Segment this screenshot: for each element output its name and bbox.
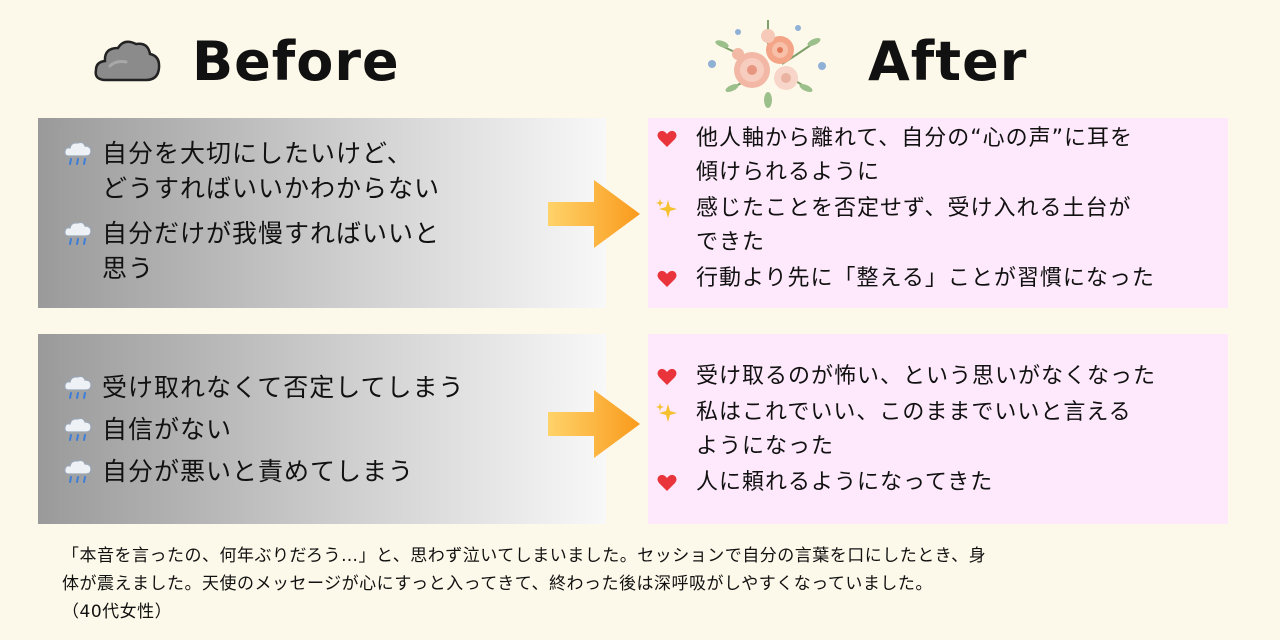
before-title: Before bbox=[192, 30, 400, 93]
after-item: 私はこれでいい、このままでいいと言える ようになった bbox=[656, 396, 1132, 464]
after-panel-1: 他人軸から離れて、自分の“心の声”に耳を 傾けられるように 感じたことを否定せず… bbox=[648, 118, 1228, 308]
before-panel-2: 受け取れなくて否定してしまう 自信がない 自分が悪いと責めてしまう bbox=[38, 334, 606, 524]
before-item: 受け取れなくて否定してしまう bbox=[62, 370, 465, 405]
rain-cloud-icon bbox=[64, 417, 92, 441]
arrow-right-icon bbox=[548, 390, 640, 458]
before-panel-1: 自分を大切にしたいけど、 どうすればいいかわからない 自分だけが我慢すればいいと… bbox=[38, 118, 606, 308]
testimonial-attribution: （40代女性） bbox=[62, 602, 173, 622]
before-item: 自分を大切にしたいけど、 どうすればいいかわからない bbox=[62, 136, 440, 206]
sparkles-icon bbox=[656, 199, 677, 218]
after-item-line: 他人軸から離れて、自分の“心の声”に耳を bbox=[696, 126, 1134, 151]
flower-bouquet-icon bbox=[708, 20, 826, 108]
after-item-line: できた bbox=[696, 230, 766, 255]
heart-icon bbox=[657, 130, 677, 147]
after-panel-2: 受け取るのが怖い、という思いがなくなった 私はこれでいい、このままでいいと言える… bbox=[648, 334, 1228, 524]
rain-cloud-icon bbox=[64, 375, 92, 399]
testimonial-line: 「本音を言ったの、何年ぶりだろう…」と、思わず泣いてしまいました。セッションで自… bbox=[62, 546, 987, 566]
after-item-line: 私はこれでいい、このままでいいと言える bbox=[696, 400, 1132, 425]
rain-cloud-icon bbox=[64, 141, 92, 165]
before-item: 自分が悪いと責めてしまう bbox=[62, 454, 414, 489]
before-item: 自信がない bbox=[62, 412, 232, 447]
testimonial: 「本音を言ったの、何年ぶりだろう…」と、思わず泣いてしまいました。セッションで自… bbox=[62, 542, 1222, 626]
after-title: After bbox=[868, 30, 1028, 93]
cloud-icon bbox=[94, 40, 161, 82]
before-item-line: 自分が悪いと責めてしまう bbox=[102, 457, 415, 486]
before-item-line: 思う bbox=[102, 254, 155, 283]
after-item-line: 行動より先に「整える」ことが習慣になった bbox=[696, 266, 1155, 291]
after-item: 他人軸から離れて、自分の“心の声”に耳を 傾けられるように bbox=[656, 122, 1133, 190]
heart-icon bbox=[657, 270, 677, 287]
after-item: 感じたことを否定せず、受け入れる土台が できた bbox=[656, 192, 1131, 260]
rain-cloud-icon bbox=[64, 221, 92, 245]
after-item: 受け取るのが怖い、という思いがなくなった bbox=[656, 360, 1156, 394]
after-item: 行動より先に「整える」ことが習慣になった bbox=[656, 262, 1155, 296]
rain-cloud-icon bbox=[64, 459, 92, 483]
after-item-line: 感じたことを否定せず、受け入れる土台が bbox=[696, 196, 1132, 221]
heart-icon bbox=[657, 474, 677, 491]
after-item-line: 受け取るのが怖い、という思いがなくなった bbox=[696, 364, 1157, 389]
before-item-line: 自分を大切にしたいけど、 bbox=[102, 139, 413, 168]
before-item-line: どうすればいいかわからない bbox=[102, 174, 441, 203]
heart-icon bbox=[657, 368, 677, 385]
sparkles-icon bbox=[656, 403, 677, 422]
before-item-line: 自分だけが我慢すればいいと bbox=[102, 219, 441, 248]
after-item-line: 傾けられるように bbox=[696, 160, 881, 185]
before-item-line: 自信がない bbox=[102, 415, 233, 444]
testimonial-line: 体が震えました。天使のメッセージが心にすっと入ってきて、終わった後は深呼吸がしや… bbox=[62, 574, 933, 594]
after-item: 人に頼れるようになってきた bbox=[656, 466, 993, 500]
before-item-line: 受け取れなくて否定してしまう bbox=[102, 373, 465, 402]
before-item: 自分だけが我慢すればいいと 思う bbox=[62, 216, 440, 286]
arrow-right-icon bbox=[548, 180, 640, 248]
after-item-line: 人に頼れるようになってきた bbox=[696, 470, 994, 495]
after-item-line: ようになった bbox=[696, 434, 835, 459]
